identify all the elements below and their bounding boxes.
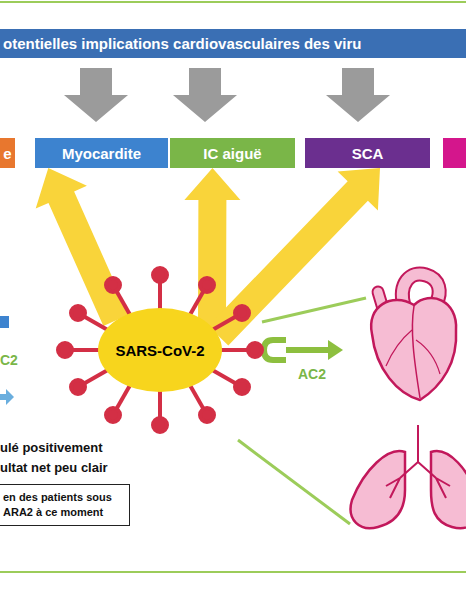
spike-tip xyxy=(200,278,214,292)
node-label: e xyxy=(3,145,11,162)
note-text: ulé positivement xyxy=(0,440,103,456)
gray-arrow xyxy=(326,68,390,122)
frame-line xyxy=(0,571,466,573)
note-text: ultat net peu clair xyxy=(0,460,108,476)
lung-lobe xyxy=(431,451,466,528)
node-label: en des patients sous ARA2 à ce moment xyxy=(3,490,126,520)
spike-tip xyxy=(106,408,120,422)
cropped-bar xyxy=(0,316,9,328)
receptor-arrow xyxy=(286,347,330,353)
gray-arrow xyxy=(64,68,128,122)
heart-coronary xyxy=(386,330,412,366)
gray-arrow xyxy=(173,68,237,122)
spike-tip xyxy=(200,408,214,422)
spike-group xyxy=(58,268,262,432)
spike-tip xyxy=(71,306,85,320)
receptor-label: C2 xyxy=(0,352,18,369)
node-label: SARS-CoV-2 xyxy=(115,342,204,359)
node-label: Myocardite xyxy=(62,145,141,162)
lung-bronchi xyxy=(386,425,450,498)
title-text: otentielles implications cardiovasculair… xyxy=(3,35,361,52)
cropped-arrow xyxy=(0,389,14,405)
virus-ellipse xyxy=(98,308,222,392)
heart-coronary xyxy=(416,340,440,374)
node-label: SCA xyxy=(352,145,384,162)
title-band: otentielles implications cardiovasculair… xyxy=(0,29,466,58)
spike-tip xyxy=(248,343,262,357)
virus-body: SARS-CoV-2 xyxy=(98,308,222,392)
note-box: en des patients sous ARA2 à ce moment xyxy=(0,484,130,526)
frame-line xyxy=(0,1,466,3)
lung-lobe xyxy=(351,451,405,528)
category-box: e xyxy=(0,138,15,168)
category-box: Myocardite xyxy=(35,138,168,168)
cropped-box xyxy=(443,138,466,168)
spike-tip xyxy=(58,343,72,357)
category-box: IC aiguë xyxy=(170,138,295,168)
heart-body xyxy=(371,298,456,400)
receptor-label: AC2 xyxy=(298,366,326,383)
node-label: IC aiguë xyxy=(203,145,261,162)
block-arrow xyxy=(36,168,129,326)
spike-tip xyxy=(153,268,167,282)
spike-tip xyxy=(235,306,249,320)
spike-tip xyxy=(153,418,167,432)
spike-tip xyxy=(71,380,85,394)
spike-tip xyxy=(106,278,120,292)
category-box: SCA xyxy=(305,138,430,168)
leader-line xyxy=(262,298,366,322)
spike-tip xyxy=(235,380,249,394)
receptor-symbol xyxy=(264,340,286,360)
receptor-arrowhead xyxy=(328,340,343,360)
heart-coronary xyxy=(412,306,420,398)
leader-line xyxy=(238,440,350,524)
